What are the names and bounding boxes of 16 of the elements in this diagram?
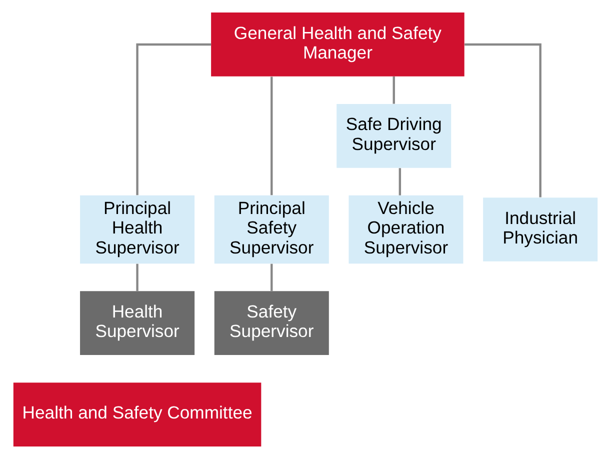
node-box: Principal Safety Supervisor — [214, 195, 329, 264]
node-box: Safe Driving Supervisor — [336, 104, 452, 168]
connector — [136, 43, 212, 196]
node-box: Principal Health Supervisor — [80, 195, 195, 264]
connector — [392, 76, 395, 104]
node-box: Safety Supervisor — [214, 291, 329, 356]
connector — [398, 168, 402, 196]
node-box: Health Supervisor — [80, 291, 195, 356]
node-box: Health and Safety Committee — [13, 382, 262, 446]
node-box: General Health and Safety Manager — [211, 12, 464, 76]
node-box: Industrial Physician — [483, 198, 598, 262]
connector — [270, 264, 273, 291]
connector — [464, 43, 542, 198]
connector — [136, 264, 138, 291]
connector — [270, 76, 273, 196]
node-box: Vehicle Operation Supervisor — [348, 195, 464, 264]
